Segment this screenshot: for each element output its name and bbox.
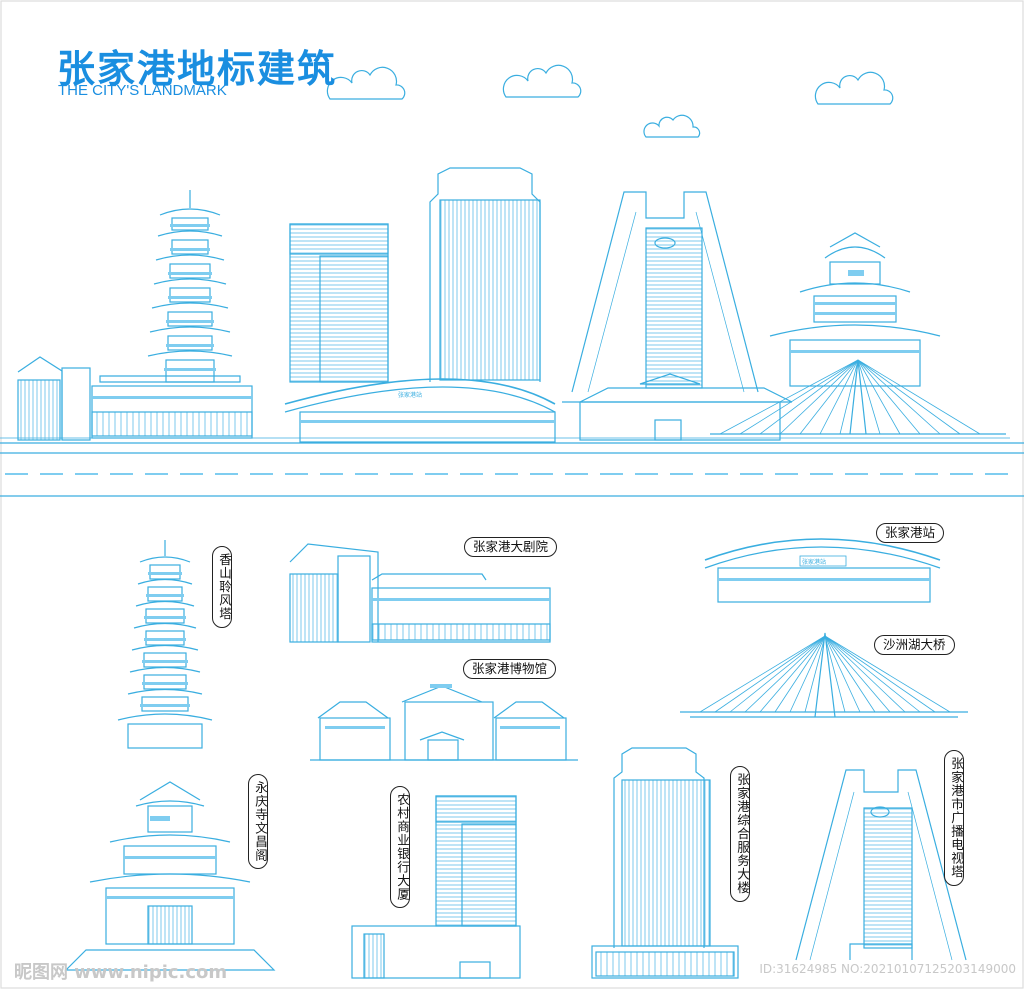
page-title: 张家港地标建筑 — [57, 47, 338, 91]
pagoda-drawing — [117, 540, 213, 749]
theatre-drawing — [289, 543, 551, 643]
label-pavilion: 永庆寺文昌阁 — [248, 774, 268, 869]
label-bridge: 沙洲湖大桥 — [874, 635, 955, 656]
page-subtitle: THE CITY'S LANDMARK — [58, 82, 227, 99]
label-museum: 张家港博物馆 — [463, 659, 557, 680]
label-theatre: 张家港大剧院 — [464, 537, 558, 558]
station-drawing — [704, 538, 941, 603]
label-service: 张家港综合服务大楼 — [730, 766, 750, 902]
station-sign: 张家港站 — [802, 558, 826, 566]
cloud-icon — [326, 64, 894, 138]
label-pagoda: 香山聆风塔 — [212, 546, 232, 628]
road — [0, 452, 1024, 497]
label-station: 张家港站 — [876, 523, 945, 544]
museum-drawing — [310, 684, 578, 761]
watermark-id: ID:31624985 NO:20210107125203149000 — [759, 962, 1016, 976]
bridge-drawing — [680, 632, 968, 718]
skyline-top — [0, 167, 1024, 444]
bank-drawing — [351, 795, 521, 979]
pavilion-drawing — [64, 781, 276, 971]
station-roof-sign: 张家港站 — [398, 391, 422, 399]
service-building-drawing — [591, 747, 739, 979]
label-tvtower: 张家港市广播电视塔 — [944, 750, 964, 886]
label-bank: 农村商业银行大厦 — [390, 786, 410, 908]
watermark-site: 昵图网 www.nipic.com — [14, 962, 228, 983]
tv-tower-drawing — [795, 769, 967, 961]
